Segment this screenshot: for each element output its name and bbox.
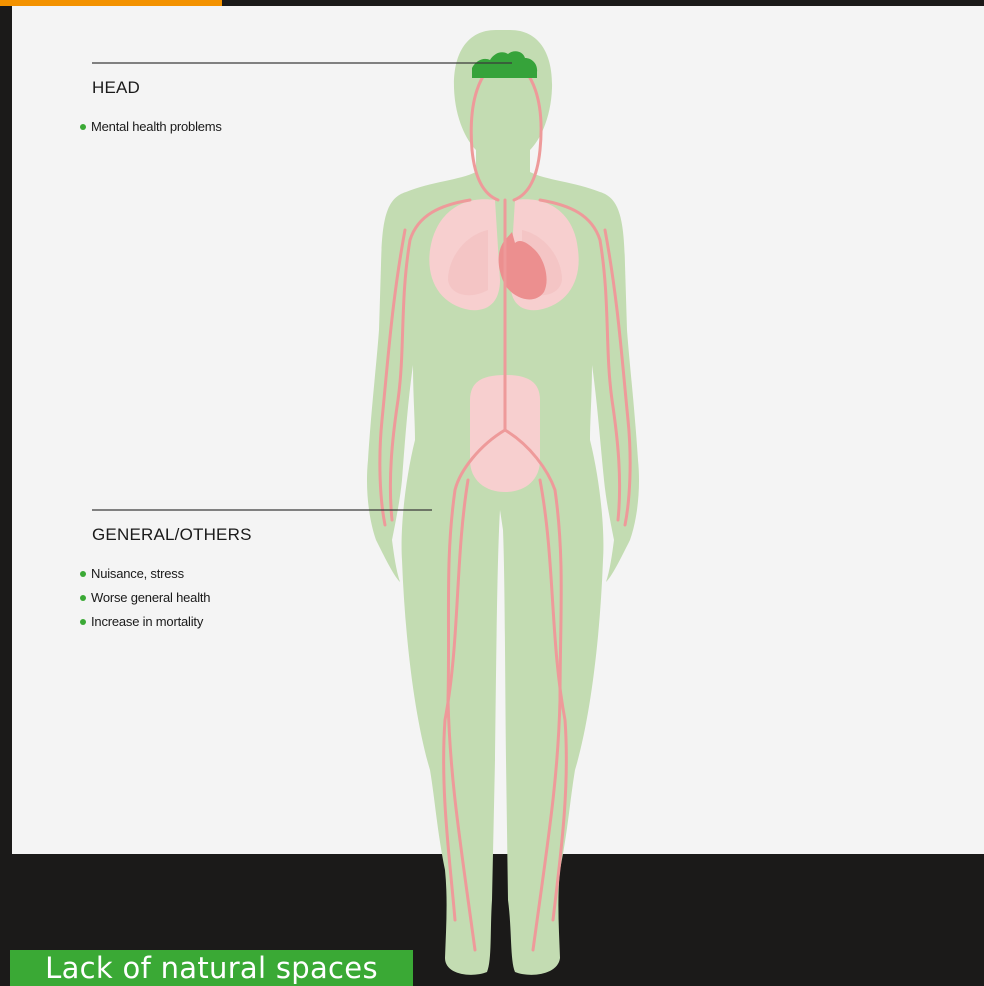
bullet-icon	[80, 619, 86, 625]
body-silhouette	[367, 30, 639, 975]
head-items-list: Mental health problems	[80, 115, 222, 139]
general-section-title: GENERAL/OTHERS	[92, 525, 252, 545]
list-item: Increase in mortality	[80, 610, 210, 634]
general-items-list: Nuisance, stress Worse general health In…	[80, 562, 210, 634]
bullet-icon	[80, 571, 86, 577]
list-item: Nuisance, stress	[80, 562, 210, 586]
topic-banner: Lack of natural spaces	[10, 950, 413, 986]
list-item: Worse general health	[80, 586, 210, 610]
list-item: Mental health problems	[80, 115, 222, 139]
bullet-icon	[80, 595, 86, 601]
bullet-icon	[80, 124, 86, 130]
head-section-title: HEAD	[92, 78, 140, 98]
